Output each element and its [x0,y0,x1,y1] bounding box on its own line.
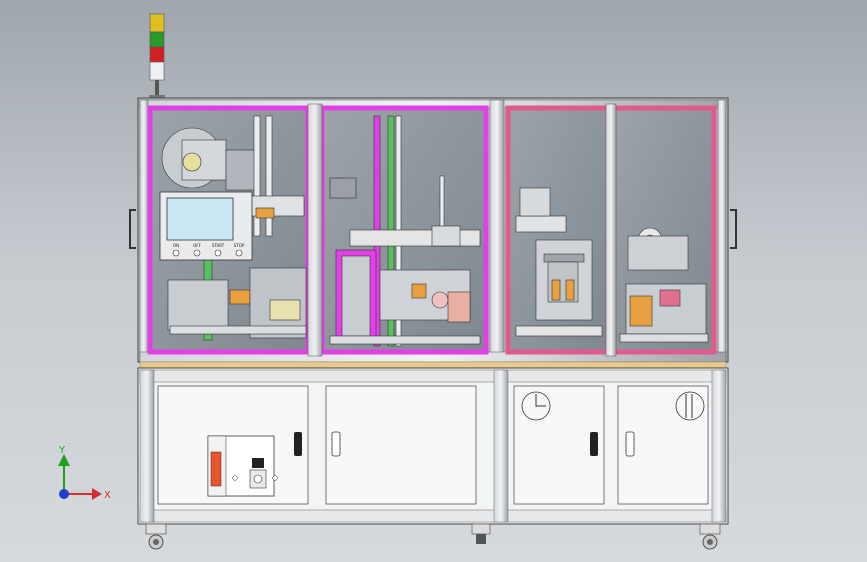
coordinate-triad-icon: Y X [58,445,111,501]
power-switch-icon[interactable] [210,451,222,487]
caster-wheel-icon [145,523,167,550]
center-bay-mechanism [329,115,481,347]
door-handle-icon[interactable] [730,209,737,249]
hmi-button[interactable] [172,249,180,257]
door-divider-profile [307,103,323,357]
triad-x-label: X [104,490,111,501]
hmi-button-label: ON [173,243,179,248]
hmi-buttons: ON OFF START STOP [172,243,245,257]
door-handle-icon[interactable] [331,431,341,457]
hmi-button[interactable] [235,249,243,257]
caster-wheel-icon [699,523,721,550]
door-handle-icon[interactable] [129,209,136,249]
hmi-button-label: START [212,243,225,248]
right-bay-mechanism [515,187,709,343]
door-divider-profile [605,103,617,357]
stack-light-icon [149,13,165,99]
door-handle-icon[interactable] [625,431,635,457]
hmi-button-label: OFF [193,243,201,248]
worktop [139,361,727,369]
hmi-button-label: STOP [234,243,245,248]
cabinet-door[interactable] [325,385,477,505]
hmi-screen[interactable] [166,197,234,241]
electrical-panel [207,435,279,497]
triad-y-label: Y [58,445,66,456]
cabinet-door[interactable] [617,385,709,505]
hmi-button[interactable] [193,249,201,257]
hmi-button[interactable] [214,249,222,257]
door-handle-icon[interactable] [590,432,598,456]
door-handle-icon[interactable] [294,432,302,456]
cabinet-door[interactable] [513,385,605,505]
hmi-panel[interactable]: ON OFF START STOP [159,191,253,261]
left-bay-mechanism [161,115,307,341]
caster-wheel-icon [471,523,491,544]
